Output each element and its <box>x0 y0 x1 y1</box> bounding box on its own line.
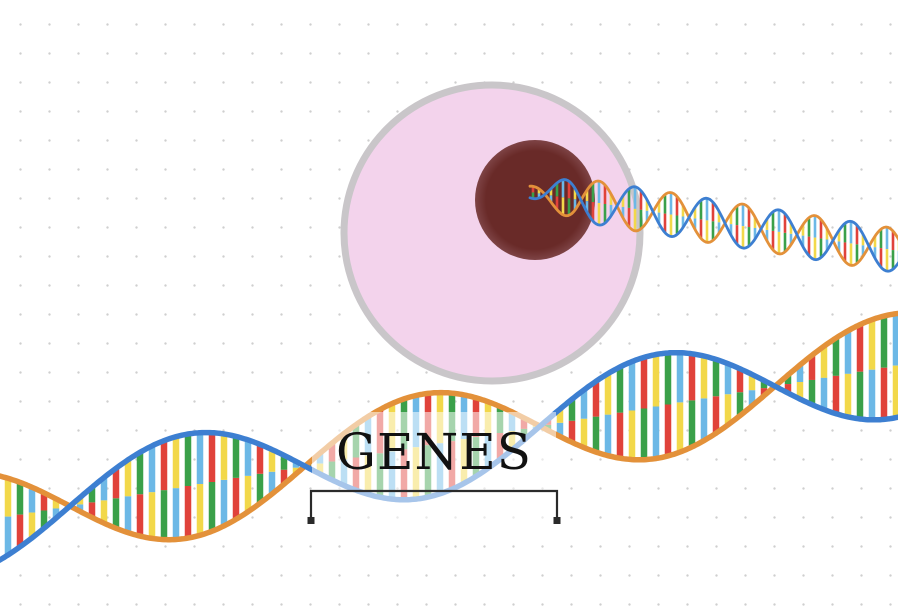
gene-bracket-left-end <box>307 517 315 524</box>
gene-bracket-line <box>309 489 559 520</box>
gene-bracket-icon <box>307 489 561 524</box>
gene-region-fade <box>312 412 556 527</box>
backbone-strand-blue <box>528 178 898 273</box>
gene-bracket-right-end <box>553 517 561 524</box>
gene-highlight-overlay <box>312 412 556 527</box>
backbone-strand-orange <box>528 179 898 267</box>
backbone-strand-orange <box>0 310 898 543</box>
small-dna-helix-icon <box>528 178 898 273</box>
cell-icon <box>340 81 644 385</box>
genes-label: GENES <box>336 423 532 481</box>
